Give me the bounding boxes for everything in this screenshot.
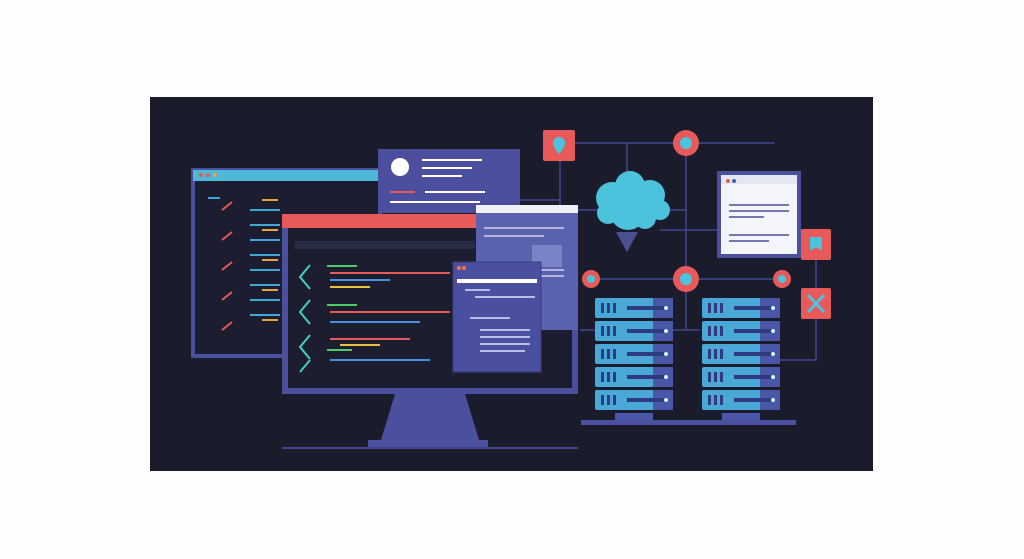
close-icon <box>801 288 831 319</box>
location-pin-icon <box>543 130 575 161</box>
cloud-brain <box>596 171 670 252</box>
document-window <box>717 171 801 258</box>
server-rack <box>595 298 780 420</box>
editor-window <box>452 261 542 373</box>
profile-card <box>378 149 520 213</box>
floor <box>581 420 796 425</box>
bookmark-icon <box>801 229 831 260</box>
